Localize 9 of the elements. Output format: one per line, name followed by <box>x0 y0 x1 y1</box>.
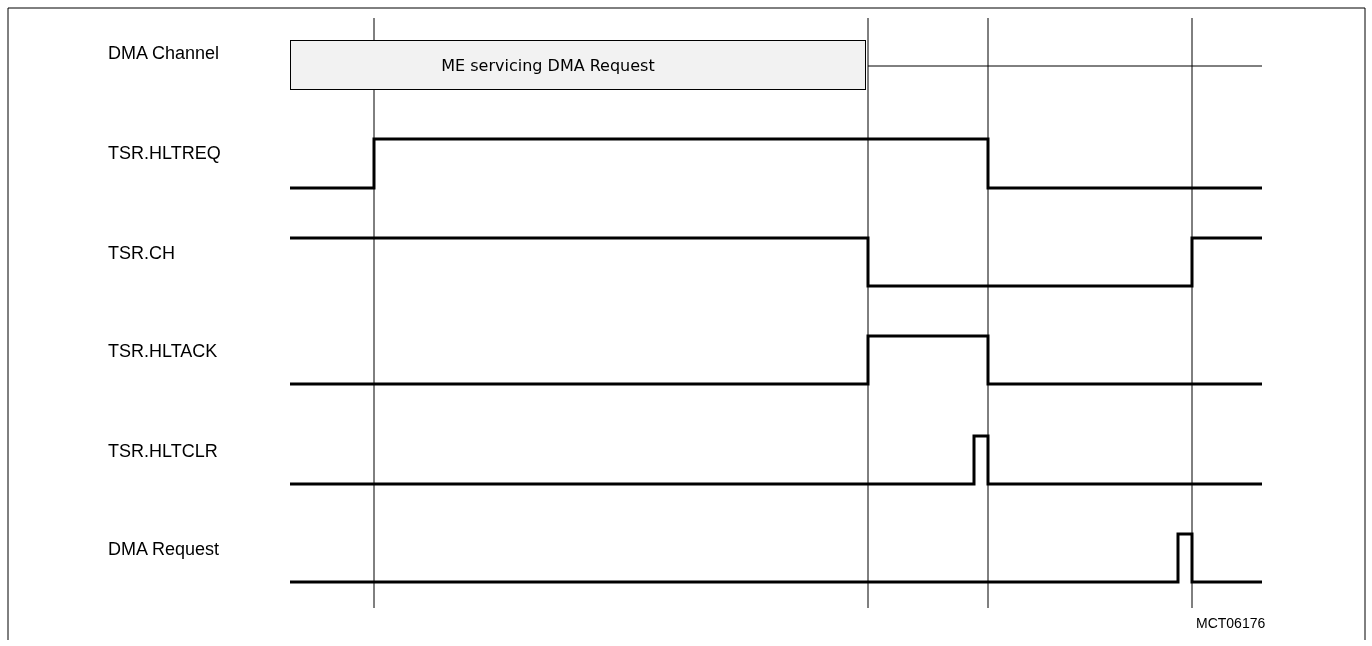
bus-state-text: ME servicing DMA Request <box>441 55 655 75</box>
signal-name: TSR.CH <box>108 243 175 264</box>
bus-state-box <box>290 40 866 90</box>
figure-id: MCT06176 <box>1196 615 1266 631</box>
signal-name: DMA Channel <box>108 43 220 64</box>
signal-name: DMA Request <box>108 539 220 560</box>
signal-name: TSR.HLTREQ <box>108 143 221 164</box>
signal-name: TSR.HLTCLR <box>108 441 218 462</box>
signal-name: TSR.HLTACK <box>108 341 218 362</box>
